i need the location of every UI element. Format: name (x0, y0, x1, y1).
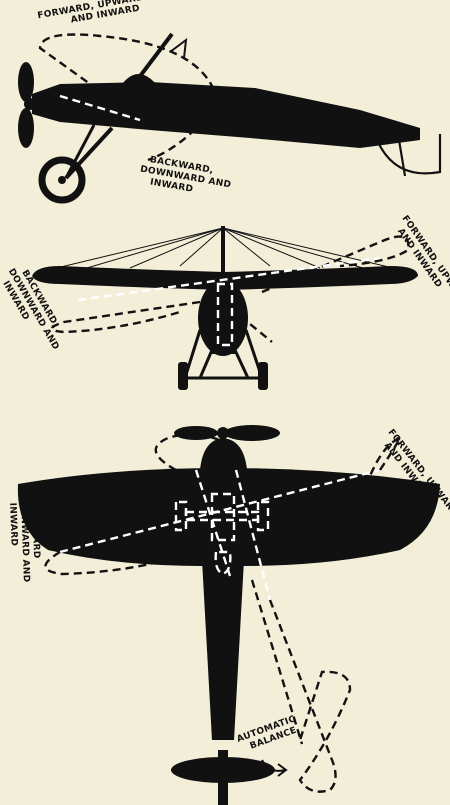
top-propeller-hub (217, 427, 229, 439)
side-view: FORWARD, UPWARD AND INWARD BACKWARD, DOW… (18, 0, 440, 202)
side-forward-label: FORWARD, UPWARD AND INWARD (37, 0, 150, 31)
side-wheel-hub (58, 176, 66, 184)
side-propeller-blade-top (18, 62, 34, 102)
front-wheel-right (258, 362, 268, 390)
side-propeller-blade-bottom (18, 108, 34, 148)
front-propeller-hub (211, 340, 235, 354)
top-balance-label: AUTOMATIC BALANCE (236, 713, 304, 755)
top-propeller-blade-right (224, 425, 280, 441)
top-motion-path-tail (270, 600, 350, 792)
top-backward-label: BACKWARD DOWNWARD AND INWARD (7, 490, 42, 587)
top-wing (18, 468, 440, 566)
front-motion-path-ink (52, 302, 200, 332)
front-view: FORWARD, UPWARD AND INWARD BACKWARD, DOW… (0, 214, 450, 390)
front-forward-label: FORWARD, UPWARD AND INWARD (391, 214, 450, 317)
top-view: FORWARD, UPWARD AND INWARD BACKWARD DOWN… (7, 425, 450, 805)
side-backward-label: BACKWARD, DOWNWARD AND INWARD (137, 154, 237, 202)
top-rudder (218, 750, 228, 805)
side-fuselage (32, 82, 420, 148)
top-fuselage (202, 560, 244, 740)
side-arrow (170, 40, 186, 58)
front-wheel-left (178, 362, 188, 390)
